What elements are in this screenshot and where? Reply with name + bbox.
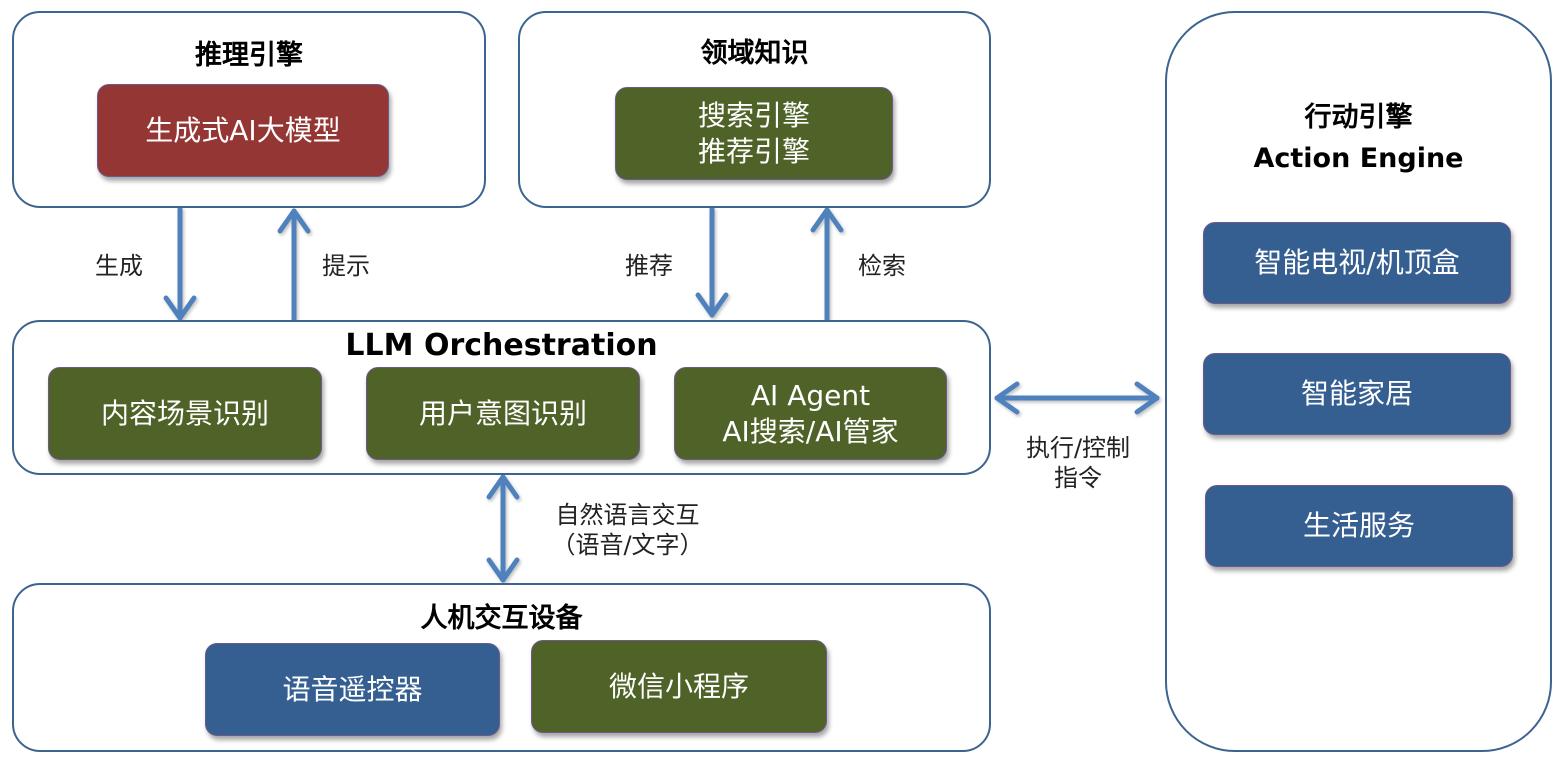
llm-orchestration-title: LLM Orchestration: [345, 328, 658, 363]
retrieve-arrow-icon: [810, 207, 844, 323]
ai-agent-box[interactable]: AI Agent AI搜索/AI管家: [674, 367, 947, 460]
smart-home-label: 智能家居: [1300, 377, 1413, 410]
smart-tv-label: 智能电视/机顶盒: [1254, 246, 1460, 279]
recommend-label: 推荐: [625, 252, 673, 280]
hci-devices-panel: 人机交互设备 语音遥控器 微信小程序: [12, 583, 991, 752]
domain-knowledge-title: 领域知识: [700, 38, 809, 69]
recommend-arrow-icon: [695, 206, 729, 318]
action-engine-title-cn: 行动引擎: [1304, 102, 1413, 133]
action-item-smart-home[interactable]: 智能家居: [1203, 353, 1511, 435]
action-engine-panel: 行动引擎 Action Engine 智能电视/机顶盒 智能家居 生活服务: [1165, 11, 1552, 752]
action-item-smart-tv[interactable]: 智能电视/机顶盒: [1203, 222, 1511, 304]
generative-ai-model-label: 生成式AI大模型: [145, 113, 341, 147]
execute-double-arrow-icon: [994, 381, 1160, 415]
voice-remote-box[interactable]: 语音遥控器: [205, 643, 500, 736]
wechat-mini-program-label: 微信小程序: [608, 669, 749, 703]
natural-language-label: 自然语言交互 （语音/文字）: [535, 500, 720, 560]
llm-orchestration-panel: LLM Orchestration 内容场景识别 用户意图识别 AI Agent…: [12, 320, 991, 475]
content-scene-label: 内容场景识别: [100, 396, 269, 430]
recommend-engine-label: 推荐引擎: [697, 134, 810, 168]
ai-search-butler-label: AI搜索/AI管家: [722, 414, 899, 448]
generate-arrow-icon: [163, 206, 197, 321]
prompt-arrow-icon: [277, 208, 311, 323]
user-intent-label: 用户意图识别: [418, 396, 587, 430]
natural-language-line2: （语音/文字）: [551, 531, 704, 559]
action-engine-title-en: Action Engine: [1253, 143, 1464, 174]
natural-language-double-arrow-icon: [486, 474, 520, 583]
search-engine-label: 搜索引擎: [697, 98, 810, 132]
user-intent-recognition-box[interactable]: 用户意图识别: [366, 367, 640, 460]
execute-control-line1: 执行/控制: [1025, 434, 1131, 462]
content-scene-recognition-box[interactable]: 内容场景识别: [48, 367, 322, 460]
generative-ai-model-box[interactable]: 生成式AI大模型: [97, 84, 389, 177]
natural-language-line1: 自然语言交互: [555, 501, 700, 529]
ai-agent-label: AI Agent: [750, 378, 871, 412]
life-services-label: 生活服务: [1302, 509, 1415, 542]
search-recommend-engine-box[interactable]: 搜索引擎 推荐引擎: [615, 87, 893, 180]
prompt-label: 提示: [322, 252, 370, 280]
wechat-mini-program-box[interactable]: 微信小程序: [531, 640, 827, 733]
generate-label: 生成: [95, 252, 143, 280]
execute-control-label: 执行/控制 指令: [1000, 433, 1156, 493]
hci-devices-title: 人机交互设备: [420, 603, 583, 634]
domain-knowledge-panel: 领域知识 搜索引擎 推荐引擎: [518, 11, 991, 208]
voice-remote-label: 语音遥控器: [282, 672, 423, 706]
action-item-life-services[interactable]: 生活服务: [1205, 485, 1513, 567]
retrieve-label: 检索: [858, 252, 906, 280]
reasoning-engine-panel: 推理引擎 生成式AI大模型: [12, 11, 486, 208]
execute-control-line2: 指令: [1054, 464, 1102, 492]
reasoning-engine-title: 推理引擎: [195, 40, 303, 71]
